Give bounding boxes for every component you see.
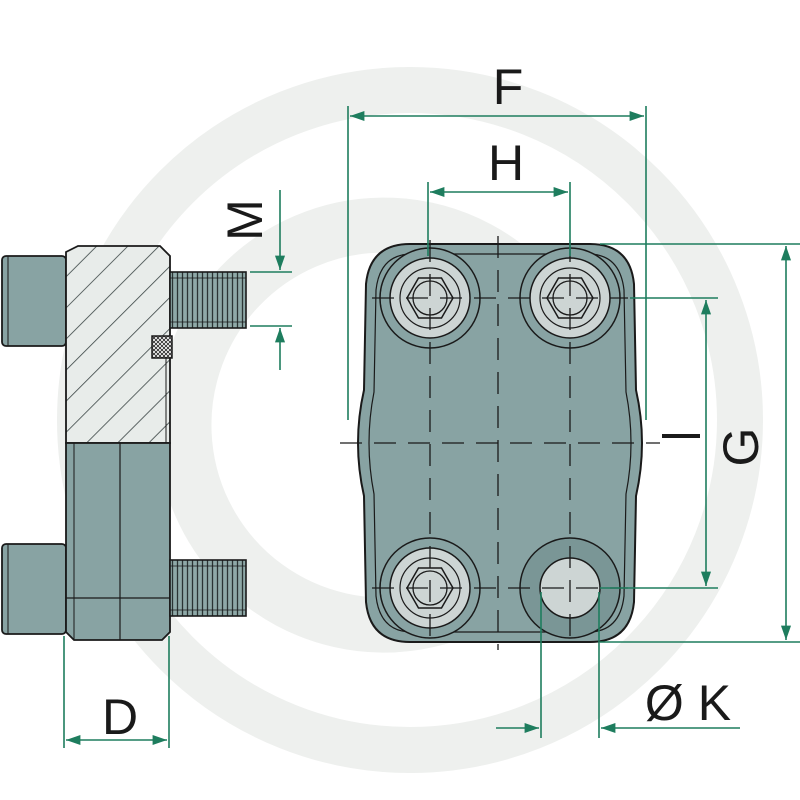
flange-body-side	[65, 442, 171, 641]
label-h: H	[488, 135, 524, 191]
lower-boss	[1, 543, 67, 635]
o-ring	[151, 335, 173, 359]
front-view	[340, 236, 660, 650]
lower-thread	[169, 559, 247, 617]
label-f: F	[493, 59, 524, 115]
bolt-top-left	[379, 247, 481, 349]
upper-boss	[1, 255, 67, 347]
bolt-top-right	[519, 247, 621, 349]
label-g: G	[713, 428, 769, 467]
dimension-lines	[63, 106, 800, 748]
side-view	[1, 245, 247, 641]
label-m: M	[217, 199, 273, 241]
label-k: Ø K	[645, 675, 731, 731]
label-d: D	[102, 689, 138, 745]
upper-thread	[169, 271, 247, 329]
center-lines	[340, 236, 660, 650]
